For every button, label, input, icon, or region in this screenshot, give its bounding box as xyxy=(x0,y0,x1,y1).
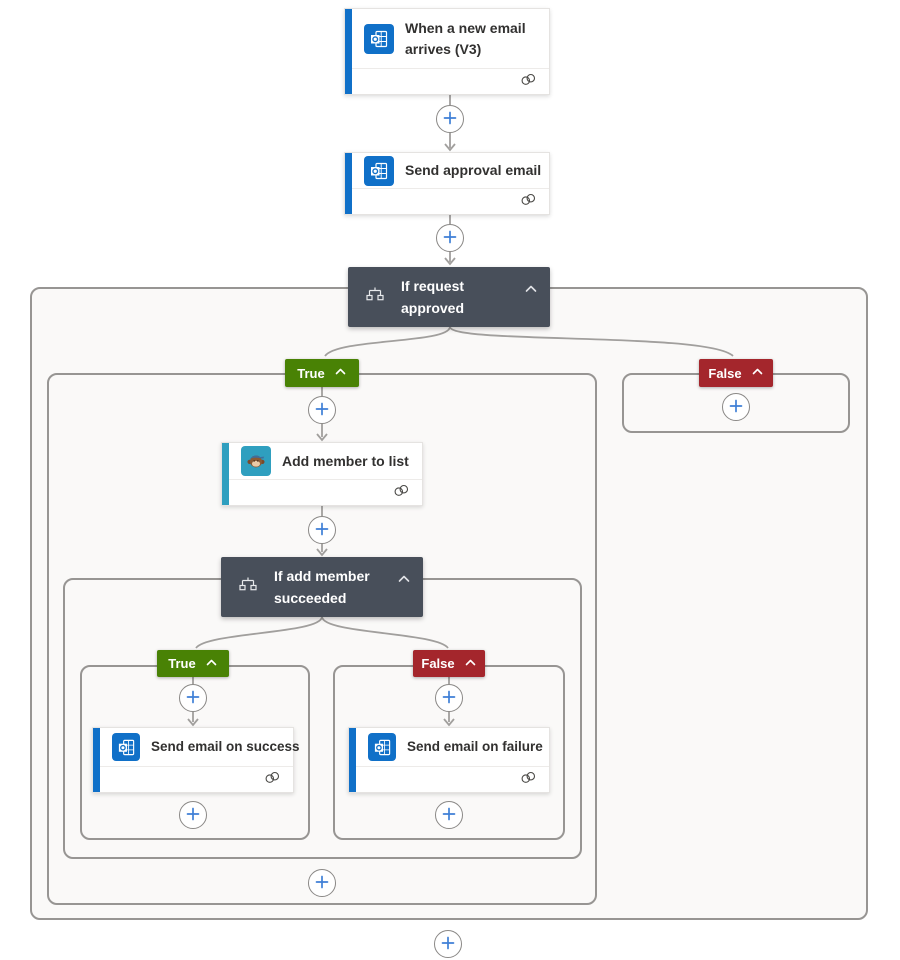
condition-card-if-request-approved[interactable]: If request approved xyxy=(348,267,550,327)
chevron-up-icon xyxy=(464,656,477,672)
plus-icon xyxy=(314,401,330,420)
plus-icon xyxy=(440,935,456,954)
outlook-icon xyxy=(368,733,396,761)
plus-icon xyxy=(314,521,330,540)
card-title: Send email on success xyxy=(151,738,300,754)
plus-icon xyxy=(441,806,457,825)
connection-link-icon xyxy=(520,193,537,211)
connection-link-icon xyxy=(393,484,410,502)
condition-icon xyxy=(364,284,386,311)
action-card-send-email-on-success[interactable]: Send email on success xyxy=(92,727,300,793)
action-card-send-email-on-failure[interactable]: Send email on failure xyxy=(348,727,550,793)
outlook-icon xyxy=(364,23,394,54)
add-action-button[interactable] xyxy=(179,684,207,712)
action-card-send-approval-email[interactable]: Send approval email xyxy=(344,152,550,215)
connector-color-stripe xyxy=(345,153,352,214)
card-title: If add member succeeded xyxy=(274,568,370,606)
outlook-icon xyxy=(112,733,140,761)
mailchimp-icon xyxy=(241,446,271,476)
branch-label-true[interactable]: True xyxy=(157,650,229,677)
plus-icon xyxy=(728,398,744,417)
branch-label-text: True xyxy=(297,365,325,381)
card-title: Send approval email xyxy=(405,162,542,178)
connector-color-stripe xyxy=(222,443,229,505)
trigger-card-when-a-new-email-arrives[interactable]: When a new email arrives (V3) xyxy=(344,8,550,95)
add-action-button[interactable] xyxy=(308,869,336,897)
plus-icon xyxy=(185,806,201,825)
connection-link-icon xyxy=(520,771,537,789)
add-action-button[interactable] xyxy=(434,930,462,958)
connector-color-stripe xyxy=(93,728,100,792)
chevron-up-icon xyxy=(396,575,412,590)
connector-color-stripe xyxy=(345,9,352,94)
collapse-button[interactable] xyxy=(393,568,415,593)
add-action-button[interactable] xyxy=(436,224,464,252)
card-title: Send email on failure xyxy=(407,738,543,754)
plus-icon xyxy=(442,229,458,248)
add-action-button[interactable] xyxy=(179,801,207,829)
card-title: Add member to list xyxy=(282,452,409,469)
add-action-button[interactable] xyxy=(308,396,336,424)
add-action-button[interactable] xyxy=(308,516,336,544)
collapse-button[interactable] xyxy=(520,278,542,303)
connector-color-stripe xyxy=(349,728,356,792)
condition-card-if-add-member-succeeded[interactable]: If add member succeeded xyxy=(221,557,423,617)
chevron-up-icon xyxy=(334,365,347,381)
add-action-button[interactable] xyxy=(722,393,750,421)
plus-icon xyxy=(442,110,458,129)
branch-label-text: False xyxy=(421,656,455,671)
plus-icon xyxy=(441,689,457,708)
card-title: When a new email arrives (V3) xyxy=(405,19,526,57)
connection-link-icon xyxy=(520,73,537,91)
branch-label-false[interactable]: False xyxy=(699,359,773,387)
card-title: If request approved xyxy=(401,278,465,316)
branch-label-text: True xyxy=(168,656,196,671)
chevron-up-icon xyxy=(205,656,218,672)
plus-icon xyxy=(185,689,201,708)
chevron-up-icon xyxy=(751,365,764,381)
branch-label-false[interactable]: False xyxy=(413,650,485,677)
outlook-icon xyxy=(364,155,394,186)
add-action-button[interactable] xyxy=(435,684,463,712)
chevron-up-icon xyxy=(523,285,539,300)
action-card-add-member-to-list[interactable]: Add member to list xyxy=(221,442,423,506)
connection-link-icon xyxy=(264,771,281,789)
condition-icon xyxy=(237,574,259,601)
add-action-button[interactable] xyxy=(436,105,464,133)
branch-label-text: False xyxy=(708,365,742,381)
add-action-button[interactable] xyxy=(435,801,463,829)
plus-icon xyxy=(314,874,330,893)
branch-label-true[interactable]: True xyxy=(285,359,359,387)
